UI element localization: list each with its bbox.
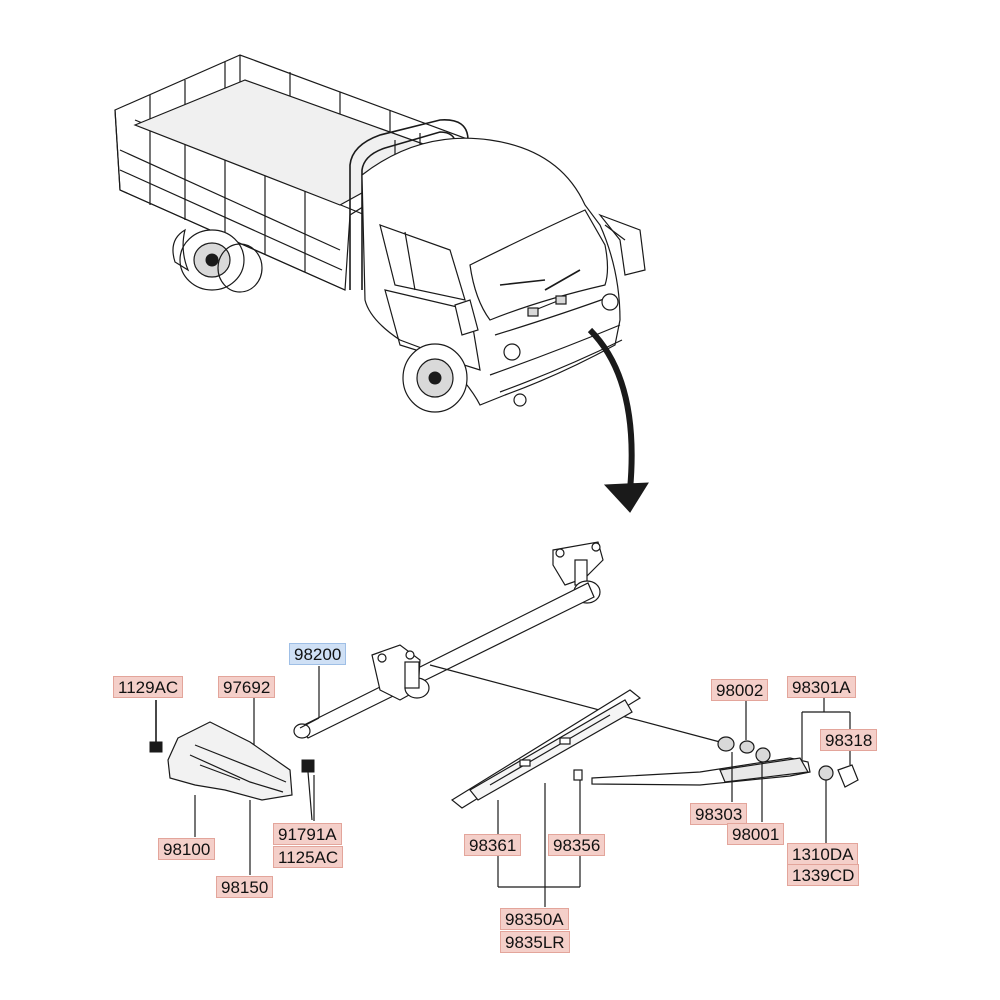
truck-illustration [114, 54, 649, 513]
part-label-98361[interactable]: 98361 [464, 834, 522, 856]
truck-wheels [172, 228, 468, 413]
left-leader-lines [194, 666, 320, 875]
part-label-98350A[interactable]: 98350A [500, 908, 569, 930]
part-label-98301A[interactable]: 98301A [787, 676, 856, 698]
part-label-98318[interactable]: 98318 [820, 729, 878, 751]
part-label-1129AC[interactable]: 1129AC [113, 676, 184, 698]
wiper-arm [591, 697, 859, 846]
cowl-cover-parts [149, 700, 315, 821]
callout-arrow [587, 327, 649, 513]
part-label-1125AC[interactable]: 1125AC [273, 846, 344, 868]
part-label-98001[interactable]: 98001 [727, 823, 785, 845]
wiper-blade [450, 689, 642, 907]
part-label-1339CD[interactable]: 1339CD [787, 864, 860, 886]
truck-cab [361, 137, 646, 407]
part-label-91791A[interactable]: 91791A [273, 823, 342, 845]
part-label-98356[interactable]: 98356 [548, 834, 606, 856]
part-label-9835LR[interactable]: 9835LR [500, 931, 570, 953]
part-label-98200[interactable]: 98200 [289, 643, 347, 665]
part-label-97692[interactable]: 97692 [218, 676, 276, 698]
part-label-98150[interactable]: 98150 [216, 876, 274, 898]
part-label-1310DA[interactable]: 1310DA [787, 843, 859, 865]
part-label-98002[interactable]: 98002 [711, 679, 769, 701]
part-label-98100[interactable]: 98100 [158, 838, 216, 860]
part-label-98303[interactable]: 98303 [690, 803, 748, 825]
wiper-linkage-assembly [293, 541, 721, 743]
